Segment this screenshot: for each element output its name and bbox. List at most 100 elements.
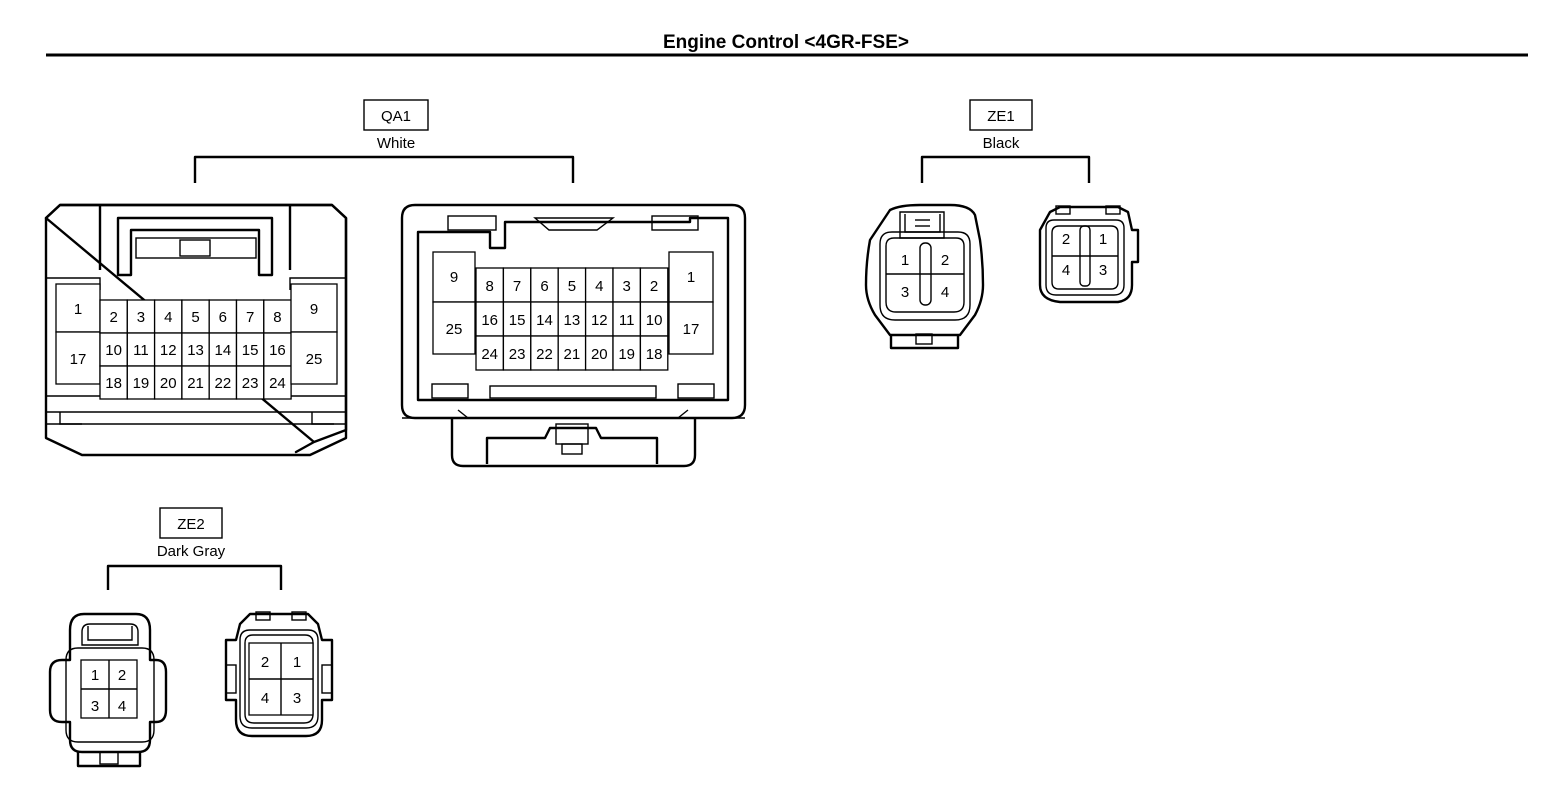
qa1-female-cavity — [208, 365, 238, 400]
ze1-code: ZE1 — [987, 108, 1015, 125]
qa1-female-pin-label: 17 — [70, 351, 87, 368]
qa1-male-pin-label: 25 — [446, 321, 463, 338]
qa1-male-pin-label: 3 — [623, 278, 631, 295]
qa1-male-pin-label: 14 — [536, 312, 553, 329]
qa1-male-cavity — [639, 301, 669, 337]
page-title: Engine Control <4GR-FSE> — [663, 32, 909, 53]
qa1-female-cavity — [290, 283, 338, 333]
qa1-male-cavity — [530, 301, 559, 337]
ze1-male-pin-label: 4 — [1062, 262, 1070, 279]
qa1-female-cavity — [55, 331, 101, 385]
qa1-male-pin-label: 15 — [509, 312, 526, 329]
ze2-male-pin-label: 2 — [261, 654, 269, 671]
ze2-female-pin-label: 2 — [118, 667, 126, 684]
qa1-male-pin-label: 20 — [591, 346, 608, 363]
qa1-male-pin-label: 12 — [591, 312, 608, 329]
qa1-male-cavity — [475, 301, 505, 337]
qa1-female-cavity — [263, 299, 292, 334]
qa1-code-box — [363, 99, 429, 131]
qa1-female-cavity — [99, 365, 128, 400]
qa1-male-pin-label: 5 — [568, 278, 576, 295]
qa1-male-pin-label: 22 — [536, 346, 553, 363]
qa1-female-pin-label: 20 — [160, 375, 177, 392]
ze2-male-pin-label: 3 — [293, 690, 301, 707]
ze1-male-pin-label: 2 — [1062, 231, 1070, 248]
qa1-female-pin-label: 5 — [191, 309, 199, 326]
qa1-female-pin-label: 24 — [269, 375, 286, 392]
ze2-male-connector: 2 1 4 3 — [224, 611, 334, 738]
ze2-male-pin-label: 1 — [293, 654, 301, 671]
qa1-female-pin-label: 3 — [137, 309, 145, 326]
ze2-color: Dark Gray — [157, 543, 226, 560]
ze2-code: ZE2 — [177, 516, 205, 533]
qa1-male-pin-label: 24 — [481, 346, 498, 363]
ze2-bracket — [106, 564, 283, 590]
qa1-female-pin-label: 19 — [133, 375, 150, 392]
qa1-male-cavity — [475, 335, 505, 371]
ze1-color: Black — [983, 135, 1020, 152]
qa1-male-cavity — [668, 301, 714, 355]
qa1-male-cavity — [639, 335, 669, 371]
qa1-female-pin-label: 7 — [246, 309, 254, 326]
ze2-female-pin-label: 1 — [91, 667, 99, 684]
qa1-male-pin-label: 13 — [564, 312, 581, 329]
qa1-male-cavity — [502, 335, 532, 371]
ze2-code-box — [159, 507, 223, 539]
qa1-male-pin-label: 19 — [618, 346, 635, 363]
qa1-male-cavity — [502, 267, 532, 303]
qa1-male-pin-label: 6 — [540, 278, 548, 295]
qa1-female-pin-label: 6 — [219, 309, 227, 326]
qa1-male-pin-label: 21 — [564, 346, 581, 363]
qa1-male-pin-label: 10 — [646, 312, 663, 329]
qa1-male-pin-label: 4 — [595, 278, 603, 295]
qa1-female-pin-label: 25 — [306, 351, 323, 368]
ze1-male-pin-label: 1 — [1099, 231, 1107, 248]
ze2-male-pin-label: 4 — [261, 690, 269, 707]
qa1-male-pin-label: 18 — [646, 346, 663, 363]
qa1-female-pin-label: 21 — [187, 375, 204, 392]
ze2-female-pin-label: 4 — [118, 698, 126, 715]
qa1-female-cavity — [290, 331, 338, 385]
qa1-male-cavity — [584, 335, 614, 371]
qa1-female-cavity — [99, 332, 128, 367]
qa1-bracket — [193, 155, 575, 183]
ze2-connector-group: ZE2 Dark Gray 1 2 3 4 — [48, 507, 334, 768]
qa1-female-pin-label: 4 — [164, 309, 172, 326]
qa1-female-pin-label: 1 — [74, 301, 82, 318]
qa1-male-pin-label: 17 — [683, 321, 700, 338]
qa1-code: QA1 — [381, 108, 411, 125]
qa1-female-pin-label: 14 — [215, 342, 232, 359]
qa1-female-pin-label: 22 — [215, 375, 232, 392]
qa1-male-cavity — [432, 301, 476, 355]
qa1-male-pin-label: 11 — [619, 312, 635, 329]
qa1-female-pin-label: 18 — [105, 375, 122, 392]
qa1-female-cavity — [153, 299, 183, 334]
ze1-female-pin-label: 1 — [901, 252, 909, 269]
qa1-color: White — [377, 135, 415, 152]
qa1-male-pin-label: 7 — [513, 278, 521, 295]
qa1-female-pin-label: 13 — [187, 342, 204, 359]
qa1-female-pin-label: 9 — [310, 301, 318, 318]
qa1-female-pin-label: 8 — [273, 309, 281, 326]
qa1-female-cavity — [263, 365, 292, 400]
qa1-male-pin-label: 8 — [486, 278, 494, 295]
qa1-male-pin-label: 1 — [687, 269, 695, 286]
ze1-bracket — [920, 155, 1091, 183]
qa1-male-cavity — [530, 335, 559, 371]
qa1-female-pin-label: 23 — [242, 375, 259, 392]
ze1-code-box — [969, 99, 1033, 131]
ze1-female-pin-label: 3 — [901, 284, 909, 301]
qa1-female-cavity — [126, 365, 156, 400]
qa1-male-pin-label: 16 — [481, 312, 498, 329]
qa1-female-pin-label: 11 — [133, 342, 149, 359]
ze1-female-pin-label: 4 — [941, 284, 949, 301]
qa1-female-pin-label: 2 — [109, 309, 117, 326]
qa1-female-cavity — [181, 365, 210, 400]
